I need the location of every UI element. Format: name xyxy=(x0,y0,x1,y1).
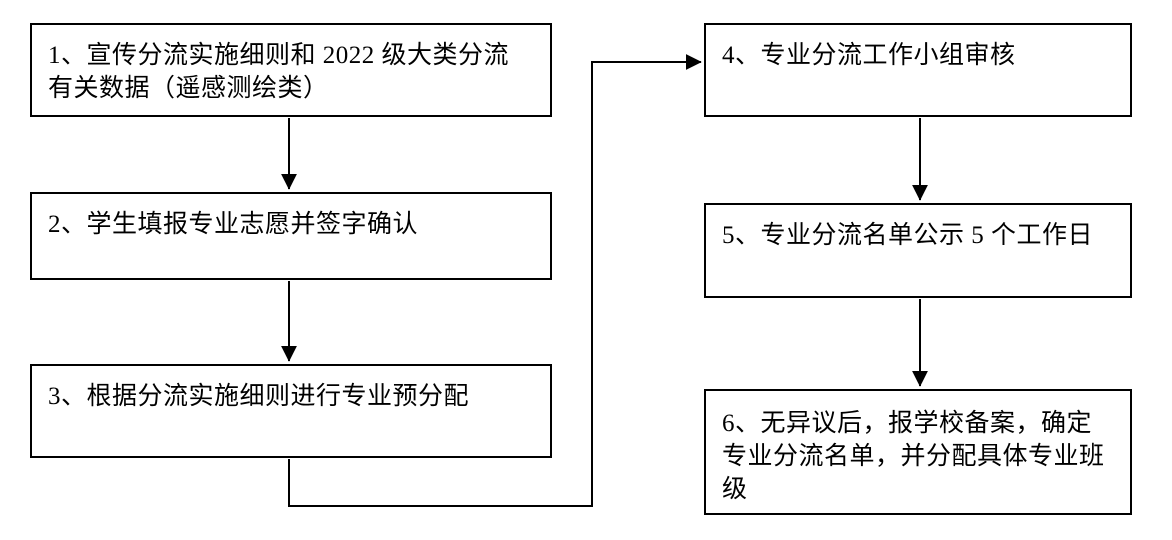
node-3-line-1: 3、根据分流实施细则进行专业预分配 xyxy=(48,383,470,410)
flowchart-node-3: 3、根据分流实施细则进行专业预分配 xyxy=(30,364,552,458)
node-2-line-1: 2、学生填报专业志愿并签字确认 xyxy=(48,211,419,238)
flowchart-node-1: 1、宣传分流实施细则和 2022 级大类分流 有关数据（遥感测绘类） xyxy=(30,23,552,117)
flowchart-node-5: 5、专业分流名单公示 5 个工作日 xyxy=(704,203,1132,298)
node-5-line-1: 5、专业分流名单公示 5 个工作日 xyxy=(722,222,1094,249)
node-6-line-2: 专业分流名单，并分配具体专业班 xyxy=(722,443,1105,470)
node-1-line-2: 有关数据（遥感测绘类） xyxy=(48,75,329,102)
flowchart-node-6: 6、无异议后，报学校备案，确定 专业分流名单，并分配具体专业班 级 xyxy=(704,389,1132,515)
node-4-line-1: 4、专业分流工作小组审核 xyxy=(722,42,1016,69)
node-6-line-3: 级 xyxy=(722,476,748,503)
node-6-line-1: 6、无异议后，报学校备案，确定 xyxy=(722,410,1093,437)
flowchart-node-2: 2、学生填报专业志愿并签字确认 xyxy=(30,192,552,280)
node-1-line-1: 1、宣传分流实施细则和 2022 级大类分流 xyxy=(48,42,510,69)
flowchart-node-4: 4、专业分流工作小组审核 xyxy=(704,23,1132,117)
